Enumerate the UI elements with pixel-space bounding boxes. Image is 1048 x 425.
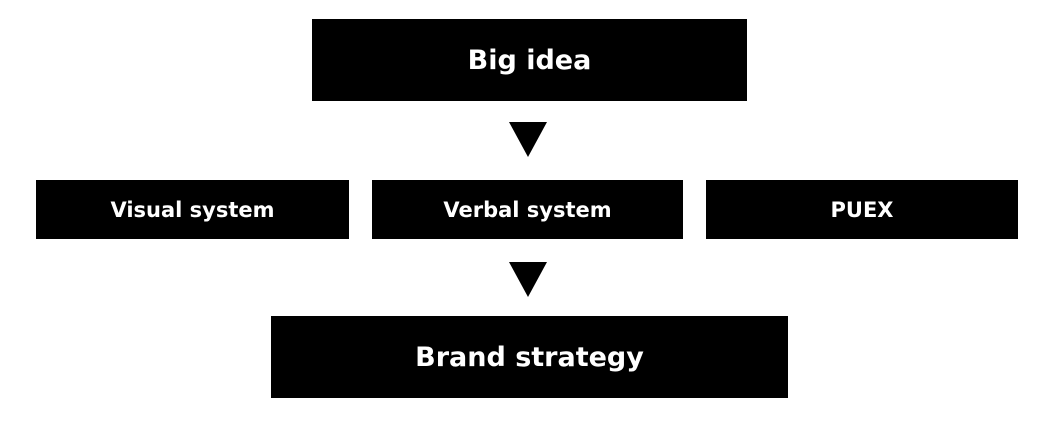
brand-strategy-label: Brand strategy <box>415 341 644 373</box>
visual-system-box: Visual system <box>36 180 349 239</box>
big-idea-label: Big idea <box>467 44 592 76</box>
brand-strategy-box: Brand strategy <box>271 316 788 398</box>
big-idea-box: Big idea <box>312 19 747 101</box>
puex-label: PUEX <box>830 197 894 222</box>
verbal-system-label: Verbal system <box>443 197 612 222</box>
verbal-system-box: Verbal system <box>372 180 683 239</box>
puex-box: PUEX <box>706 180 1018 239</box>
down-arrow-icon <box>509 122 547 157</box>
visual-system-label: Visual system <box>110 197 275 222</box>
down-arrow-icon <box>509 262 547 297</box>
